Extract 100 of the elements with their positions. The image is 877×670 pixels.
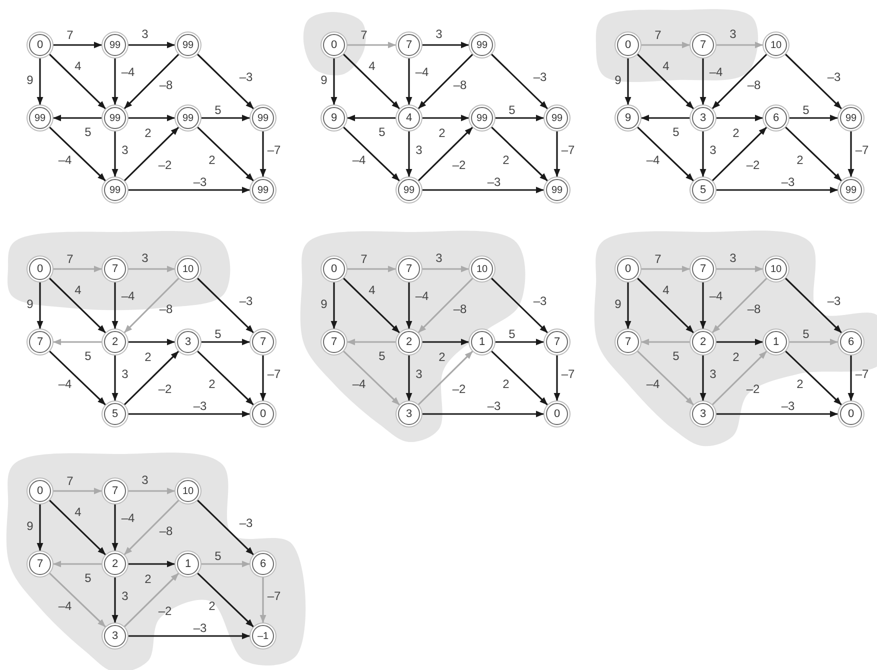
edge-label: 4: [368, 60, 376, 72]
arrow: [490, 350, 548, 406]
edge-label: –7: [267, 590, 281, 602]
arrow: [112, 281, 118, 329]
edge-label: 2: [732, 351, 740, 363]
edge-label: 3: [122, 144, 128, 156]
edge-label: 3: [142, 252, 148, 264]
arrow: [48, 572, 106, 628]
edge-label: –2: [746, 159, 760, 171]
arrow: [127, 632, 250, 640]
node-circle: 7: [29, 331, 51, 353]
arrow: [421, 42, 469, 48]
edge-label: –2: [158, 159, 172, 171]
node-circle: 99: [104, 34, 126, 56]
node-circle: 99: [546, 107, 568, 129]
node-circle: 6: [765, 107, 787, 129]
node-circle: 99: [104, 179, 126, 201]
arrow: [490, 52, 548, 110]
arrow: [122, 350, 180, 406]
edge-label: –4: [415, 66, 429, 78]
edge-label: 9: [26, 74, 34, 86]
node-circle: 0: [617, 34, 639, 56]
arrow: [490, 126, 548, 182]
arrow: [788, 338, 838, 346]
arrow: [700, 57, 706, 105]
edge-label: –8: [453, 303, 467, 315]
node-circle: 2: [398, 331, 420, 353]
node-circle: 7: [104, 480, 126, 502]
arrow: [554, 354, 560, 401]
node-circle: 0: [29, 34, 51, 56]
arrow: [122, 572, 180, 628]
arrow: [260, 576, 266, 623]
node-circle: 99: [471, 34, 493, 56]
arrow: [260, 354, 266, 401]
node-circle: 7: [692, 34, 714, 56]
edge-label: –2: [452, 159, 466, 171]
arrow: [127, 114, 175, 122]
edge-label: 2: [144, 573, 152, 585]
arrow: [196, 126, 254, 182]
edge-label: –7: [561, 368, 575, 380]
edge-label: 5: [84, 126, 92, 138]
edge-label: –3: [239, 71, 253, 83]
edge-label: 7: [66, 29, 74, 41]
arrow: [124, 498, 180, 556]
arrow: [53, 114, 103, 122]
arrow: [421, 186, 544, 194]
arrow: [52, 488, 102, 494]
edge-label: 3: [730, 252, 736, 264]
node-circle: 1: [765, 331, 787, 353]
node-circle: 5: [104, 403, 126, 425]
arrow: [127, 338, 175, 346]
arrow: [346, 42, 396, 48]
edge-label: 2: [438, 351, 446, 363]
edge-label: –4: [121, 290, 135, 302]
edge-label: –3: [193, 176, 207, 188]
arrow: [53, 560, 103, 568]
arrow: [127, 560, 175, 568]
edge-label: 2: [502, 378, 510, 390]
arrow: [784, 126, 842, 182]
arrow: [112, 503, 118, 551]
arrow: [127, 186, 250, 194]
arrow: [421, 266, 469, 272]
edge-label: –3: [781, 400, 795, 412]
arrow: [52, 42, 102, 48]
edge-label: –3: [487, 176, 501, 188]
arrow: [36, 57, 44, 105]
edge-label: 5: [672, 350, 680, 362]
arrow: [624, 281, 632, 329]
edge-label: 9: [320, 298, 328, 310]
arrow: [127, 42, 175, 48]
node-circle: 0: [29, 258, 51, 280]
node-circle: 3: [692, 107, 714, 129]
arrow: [48, 350, 106, 406]
arrow: [127, 488, 175, 494]
arrow: [127, 266, 175, 272]
node-circle: 7: [29, 553, 51, 575]
edge-label: 4: [368, 284, 376, 296]
arrow: [788, 114, 838, 122]
edge-label: –2: [158, 383, 172, 395]
edge-label: –4: [709, 66, 723, 78]
edge-label: 5: [802, 104, 810, 116]
node-circle: 0: [29, 480, 51, 502]
arrow: [112, 354, 118, 401]
node-circle: 0: [617, 258, 639, 280]
edge-label: –8: [159, 79, 173, 91]
node-circle: 99: [29, 107, 51, 129]
edge-label: –8: [747, 303, 761, 315]
arrow: [494, 338, 544, 346]
edge-label: 5: [84, 572, 92, 584]
node-circle: 9: [617, 107, 639, 129]
edge-label: 3: [710, 368, 716, 380]
arrow: [330, 281, 338, 329]
edge-label: –3: [239, 517, 253, 529]
edge-label: 7: [654, 253, 662, 265]
node-circle: 10: [177, 480, 199, 502]
edge-label: –7: [561, 144, 575, 156]
node-circle: 2: [104, 331, 126, 353]
arrow: [53, 338, 103, 346]
arrow: [48, 126, 106, 182]
arrow: [554, 130, 560, 177]
